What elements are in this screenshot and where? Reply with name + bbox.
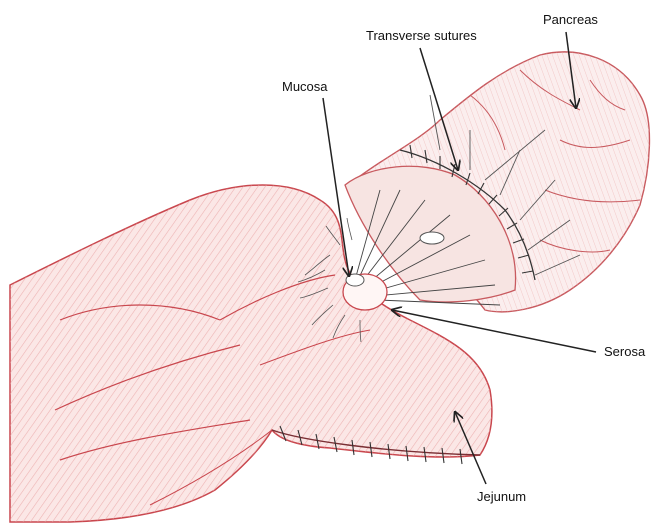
mucosa-label: Mucosa	[282, 79, 328, 94]
pancreas-drawing	[345, 52, 649, 312]
jejunum-label: Jejunum	[477, 489, 526, 504]
transverse-sutures-label: Transverse sutures	[366, 28, 477, 43]
serosa-label: Serosa	[604, 344, 645, 359]
pancreas-label: Pancreas	[543, 12, 598, 27]
